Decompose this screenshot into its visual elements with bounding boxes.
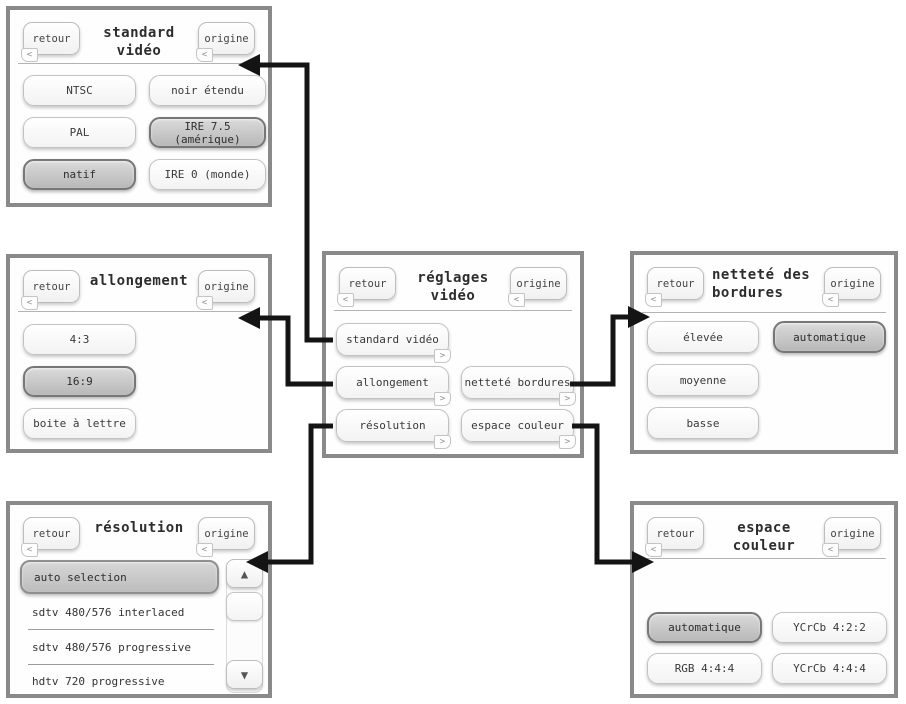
back-arrow-icon: < [196, 296, 213, 310]
origine-label: origine [830, 277, 875, 290]
scroll-down-button[interactable]: ▼ [226, 660, 263, 689]
resolution-button[interactable]: résolution > [336, 409, 451, 449]
list-item-auto-selection-selected[interactable]: auto selection [20, 560, 219, 594]
scroll-up-icon: ▲ [240, 566, 249, 581]
retour-button[interactable]: retour < [645, 517, 704, 557]
forward-arrow-icon: > [559, 392, 576, 406]
panel-title: réglages vidéo [398, 270, 534, 321]
retour-label: retour [348, 277, 387, 290]
panel-title: résolution [94, 519, 211, 553]
scrollbar-thumb[interactable] [226, 592, 263, 621]
list-item-sdtv-progressive[interactable]: sdtv 480/576 progressive [32, 640, 191, 654]
origine-button[interactable]: origine < [508, 267, 567, 307]
panel-reglages-video: retour < réglages vidéo origine < standa… [322, 251, 584, 458]
origine-label: origine [516, 277, 561, 290]
panel-allongement: retour < allongement origine < 4:3 16:9 … [6, 254, 272, 453]
panel-nettete-bordures: retour < netteté des bordures origine < … [630, 251, 898, 454]
panel-espace-couleur: retour < espace couleur origine < automa… [630, 501, 898, 698]
retour-label: retour [656, 527, 695, 540]
boite-a-lettre-button[interactable]: boite à lettre [23, 408, 136, 439]
ire-7-5-amerique-button[interactable]: IRE 7.5 (amérique) [149, 117, 266, 148]
back-arrow-icon: < [21, 48, 38, 62]
pal-button[interactable]: PAL [23, 117, 136, 148]
nettete-bordures-button[interactable]: netteté bordures > [461, 366, 576, 406]
panel-title: netteté des bordures [712, 267, 852, 318]
panel-title: standard vidéo [82, 25, 222, 76]
origine-button[interactable]: origine < [822, 267, 881, 307]
back-arrow-icon: < [645, 293, 662, 307]
origine-label: origine [204, 280, 249, 293]
origine-label: origine [830, 527, 875, 540]
forward-arrow-icon: > [434, 392, 451, 406]
back-arrow-icon: < [196, 48, 213, 62]
retour-button[interactable]: retour < [337, 267, 396, 307]
back-arrow-icon: < [822, 543, 839, 557]
back-arrow-icon: < [822, 293, 839, 307]
noir-etendu-button[interactable]: noir étendu [149, 75, 266, 106]
header-divider [642, 558, 886, 559]
scroll-down-icon: ▼ [240, 667, 249, 682]
retour-label: retour [32, 527, 71, 540]
list-item-sdtv-interlaced[interactable]: sdtv 480/576 interlaced [32, 605, 185, 619]
forward-arrow-icon: > [559, 435, 576, 449]
natif-button[interactable]: natif [23, 159, 136, 190]
retour-button[interactable]: retour < [21, 22, 80, 62]
header-divider [334, 310, 572, 311]
ratio-16-9-button[interactable]: 16:9 [23, 366, 136, 397]
back-arrow-icon: < [21, 296, 38, 310]
list-item-hdtv-720-progressive[interactable]: hdtv 720 progressive [32, 674, 165, 688]
espace-couleur-button[interactable]: espace couleur > [461, 409, 576, 449]
origine-label: origine [204, 527, 249, 540]
origine-button[interactable]: origine < [196, 22, 255, 62]
retour-label: retour [32, 32, 71, 45]
elevee-button[interactable]: élevée [647, 321, 759, 353]
retour-button[interactable]: retour < [21, 517, 80, 557]
forward-arrow-icon: > [434, 349, 451, 363]
retour-label: retour [32, 280, 71, 293]
back-arrow-icon: < [21, 543, 38, 557]
automatique-button[interactable]: automatique [647, 612, 762, 643]
origine-button[interactable]: origine < [196, 517, 255, 557]
standard-video-button[interactable]: standard vidéo > [336, 323, 451, 363]
forward-arrow-icon: > [434, 435, 451, 449]
back-arrow-icon: < [196, 543, 213, 557]
ire-0-monde-button[interactable]: IRE 0 (monde) [149, 159, 266, 190]
header-divider [18, 63, 260, 64]
list-separator [28, 664, 214, 665]
origine-label: origine [204, 32, 249, 45]
back-arrow-icon: < [337, 293, 354, 307]
ycrcb-422-button[interactable]: YCrCb 4:2:2 [772, 612, 887, 643]
panel-resolution: retour < résolution origine < auto selec… [6, 501, 272, 698]
allongement-button[interactable]: allongement > [336, 366, 451, 406]
scroll-up-button[interactable]: ▲ [226, 559, 263, 588]
ratio-4-3-button[interactable]: 4:3 [23, 324, 136, 355]
origine-button[interactable]: origine < [196, 270, 255, 310]
retour-label: retour [656, 277, 695, 290]
rgb-444-button[interactable]: RGB 4:4:4 [647, 653, 762, 684]
automatique-button[interactable]: automatique [773, 321, 886, 353]
list-separator [28, 629, 214, 630]
ntsc-button[interactable]: NTSC [23, 75, 136, 106]
panel-standard-video: retour < standard vidéo origine < NTSC n… [6, 6, 272, 207]
header-divider [18, 311, 260, 312]
header-divider [642, 312, 886, 313]
basse-button[interactable]: basse [647, 407, 759, 439]
panel-title: allongement [89, 272, 215, 306]
back-arrow-icon: < [508, 293, 525, 307]
panel-title: espace couleur [706, 520, 848, 571]
moyenne-button[interactable]: moyenne [647, 364, 759, 396]
origine-button[interactable]: origine < [822, 517, 881, 557]
retour-button[interactable]: retour < [645, 267, 704, 307]
back-arrow-icon: < [645, 543, 662, 557]
retour-button[interactable]: retour < [21, 270, 80, 310]
ycrcb-444-button[interactable]: YCrCb 4:4:4 [772, 653, 887, 684]
